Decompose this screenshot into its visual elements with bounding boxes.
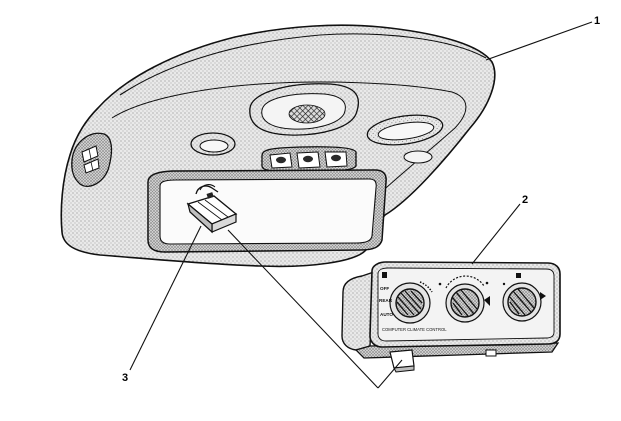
center-grille xyxy=(249,83,360,136)
switch-button xyxy=(296,151,321,169)
courtesy-lamp-left xyxy=(190,132,236,156)
mounting-tab xyxy=(389,349,497,373)
switch-bank xyxy=(261,146,357,173)
control-knob-fan xyxy=(502,273,546,322)
knob-label-off: OFF xyxy=(380,286,389,291)
knob-label-auto: AUTO xyxy=(380,312,393,317)
leader-lines xyxy=(129,21,593,389)
leader-line-2 xyxy=(471,203,521,265)
mode-icon xyxy=(382,272,387,278)
control-knob-mode xyxy=(382,272,433,324)
callout-2: 2 xyxy=(522,194,528,206)
leader-line-3 xyxy=(129,225,202,371)
leader-line-connector xyxy=(227,229,379,389)
courtesy-lamp-right xyxy=(366,114,444,164)
switch-button xyxy=(269,152,293,169)
storage-compartment xyxy=(147,169,387,253)
leader-line-1 xyxy=(485,21,593,61)
climate-control-module: OFF REAR AUTO xyxy=(341,261,561,373)
knob-label-rear: REAR xyxy=(379,298,393,303)
overhead-console xyxy=(60,24,496,268)
leader-line-module xyxy=(377,359,403,389)
callout-1: 1 xyxy=(594,15,600,27)
panel-caption: COMPUTER CLIMATE CONTROL xyxy=(382,327,447,332)
callout-3: 3 xyxy=(122,372,128,384)
control-knob-temperature xyxy=(438,275,490,323)
wiring-connector xyxy=(186,184,238,234)
switch-button xyxy=(324,151,348,168)
side-lamp xyxy=(71,132,113,187)
fan-icon xyxy=(516,273,521,278)
